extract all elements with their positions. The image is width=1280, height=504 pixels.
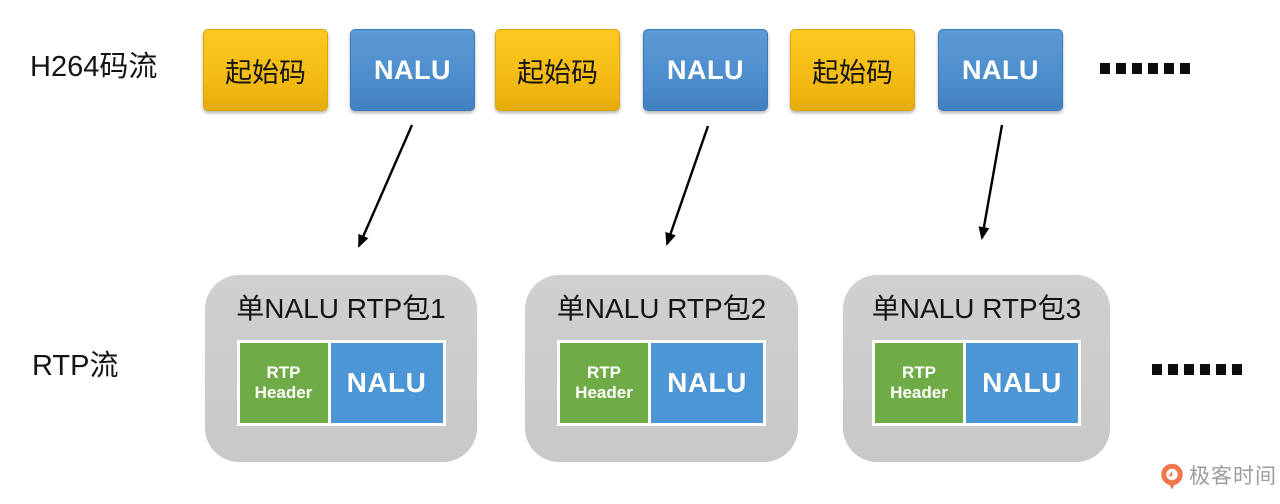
rtp-packet-2: 单NALU RTP包2 RTP Header NALU <box>525 275 798 462</box>
h264-stream-label: H264码流 <box>30 51 158 83</box>
dot-icon <box>1148 63 1158 74</box>
rtp-packet-1: 单NALU RTP包1 RTP Header NALU <box>205 275 477 462</box>
rtp-packet-1-contents: RTP Header NALU <box>236 340 446 426</box>
dot-icon <box>1216 364 1226 375</box>
arrow-nalu2-to-packet2 <box>665 125 710 246</box>
geektime-logo-icon <box>1161 463 1183 490</box>
rtp-header-cell: RTP Header <box>560 343 648 423</box>
start-code-box-2: 起始码 <box>495 29 620 111</box>
dot-icon <box>1132 63 1142 74</box>
rtp-packet-3: 单NALU RTP包3 RTP Header NALU <box>843 275 1110 462</box>
rtp-packet-3-title: 单NALU RTP包3 <box>871 293 1082 324</box>
nalu-payload-cell: NALU <box>330 343 443 423</box>
dot-icon <box>1100 63 1110 74</box>
rtp-packet-2-title: 单NALU RTP包2 <box>556 293 767 324</box>
rtp-packet-3-contents: RTP Header NALU <box>872 340 1081 426</box>
dot-icon <box>1116 63 1126 74</box>
ellipsis-dots-icon <box>1100 63 1190 74</box>
rtp-packet-2-contents: RTP Header NALU <box>557 340 766 426</box>
arrow-nalu3-to-packet3 <box>978 124 1004 240</box>
dot-icon <box>1184 364 1194 375</box>
dot-icon <box>1200 364 1210 375</box>
nalu-payload-cell: NALU <box>651 343 763 423</box>
ellipsis-dots-icon <box>1152 364 1242 375</box>
arrow-nalu1-to-packet1 <box>357 124 414 248</box>
dot-icon <box>1152 364 1162 375</box>
start-code-box-1: 起始码 <box>203 29 328 111</box>
rtp-header-cell: RTP Header <box>875 343 963 423</box>
dot-icon <box>1180 63 1190 74</box>
geektime-logo-text: 极客时间 <box>1189 465 1277 488</box>
dot-icon <box>1168 364 1178 375</box>
dot-icon <box>1164 63 1174 74</box>
rtp-stream-label: RTP流 <box>32 350 119 382</box>
nalu-box-1: NALU <box>350 29 475 111</box>
rtp-packet-1-title: 单NALU RTP包1 <box>236 293 446 324</box>
start-code-box-3: 起始码 <box>790 29 915 111</box>
nalu-box-3: NALU <box>938 29 1063 111</box>
nalu-payload-cell: NALU <box>966 343 1078 423</box>
dot-icon <box>1232 364 1242 375</box>
nalu-box-2: NALU <box>643 29 768 111</box>
geektime-logo: 极客时间 <box>1159 462 1277 492</box>
rtp-header-cell: RTP Header <box>239 343 328 423</box>
